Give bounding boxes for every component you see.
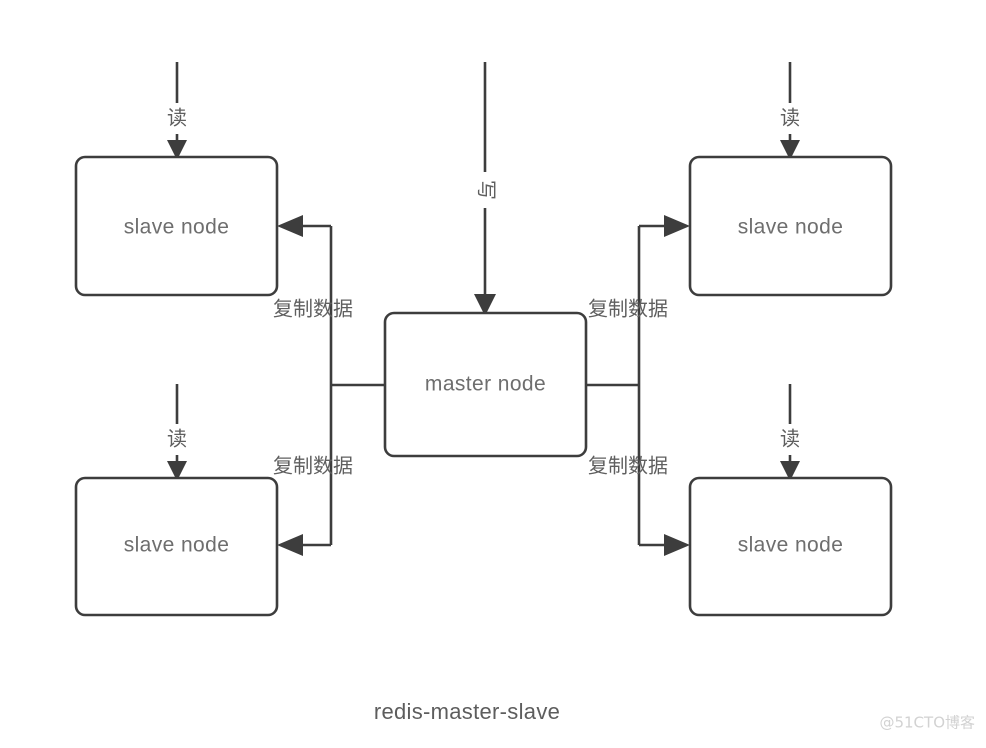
arrowhead-down-bottom-right: [780, 461, 800, 481]
watermark-label: @51CTO博客: [879, 714, 975, 732]
read-label-top-left: 读: [167, 106, 187, 130]
arrowhead-down-master: [474, 294, 496, 316]
replication-trunk-right: [586, 215, 690, 556]
diagram-caption: redis-master-slave: [374, 699, 560, 724]
replicate-label-top-left: 复制数据: [273, 297, 353, 321]
slave-bottom-left-label: slave node: [124, 534, 230, 557]
arrowhead-down-top-right: [780, 140, 800, 160]
arrowhead-right-top: [664, 215, 690, 237]
write-label-master: 写: [475, 180, 499, 200]
slave-bottom-right-label: slave node: [738, 534, 844, 557]
slave-top-right-label: slave node: [738, 216, 844, 239]
master-box[interactable]: [383, 311, 588, 458]
replication-trunk-left: [277, 215, 385, 556]
read-arrow-bottom-right: 读: [780, 384, 800, 481]
replicate-label-bottom-right: 复制数据: [588, 454, 668, 478]
arrowhead-left-top: [277, 215, 303, 237]
node-master[interactable]: master node: [383, 311, 588, 458]
read-arrow-top-right: 读: [780, 62, 800, 160]
node-slave-top-left[interactable]: slave node: [74, 155, 279, 297]
write-arrow-master: 写: [474, 62, 499, 316]
replicate-label-top-right: 复制数据: [588, 297, 668, 321]
read-label-top-right: 读: [780, 106, 800, 130]
master-label: master node: [425, 373, 546, 396]
node-slave-bottom-left[interactable]: slave node: [74, 476, 279, 617]
slave-bottom-left-box[interactable]: [74, 476, 279, 617]
slave-top-left-box[interactable]: [74, 155, 279, 297]
arrowhead-down-top-left: [167, 140, 187, 160]
arrowhead-left-bottom: [277, 534, 303, 556]
read-arrow-bottom-left: 读: [167, 384, 187, 481]
node-slave-bottom-right[interactable]: slave node: [688, 476, 893, 617]
node-slave-top-right[interactable]: slave node: [688, 155, 893, 297]
slave-bottom-right-box[interactable]: [688, 476, 893, 617]
slave-top-left-label: slave node: [124, 216, 230, 239]
arrowhead-down-bottom-left: [167, 461, 187, 481]
slave-top-right-box[interactable]: [688, 155, 893, 297]
arrowhead-right-bottom: [664, 534, 690, 556]
read-arrow-top-left: 读: [167, 62, 187, 160]
read-label-bottom-left: 读: [167, 427, 187, 451]
replicate-label-bottom-left: 复制数据: [273, 454, 353, 478]
read-label-bottom-right: 读: [780, 427, 800, 451]
